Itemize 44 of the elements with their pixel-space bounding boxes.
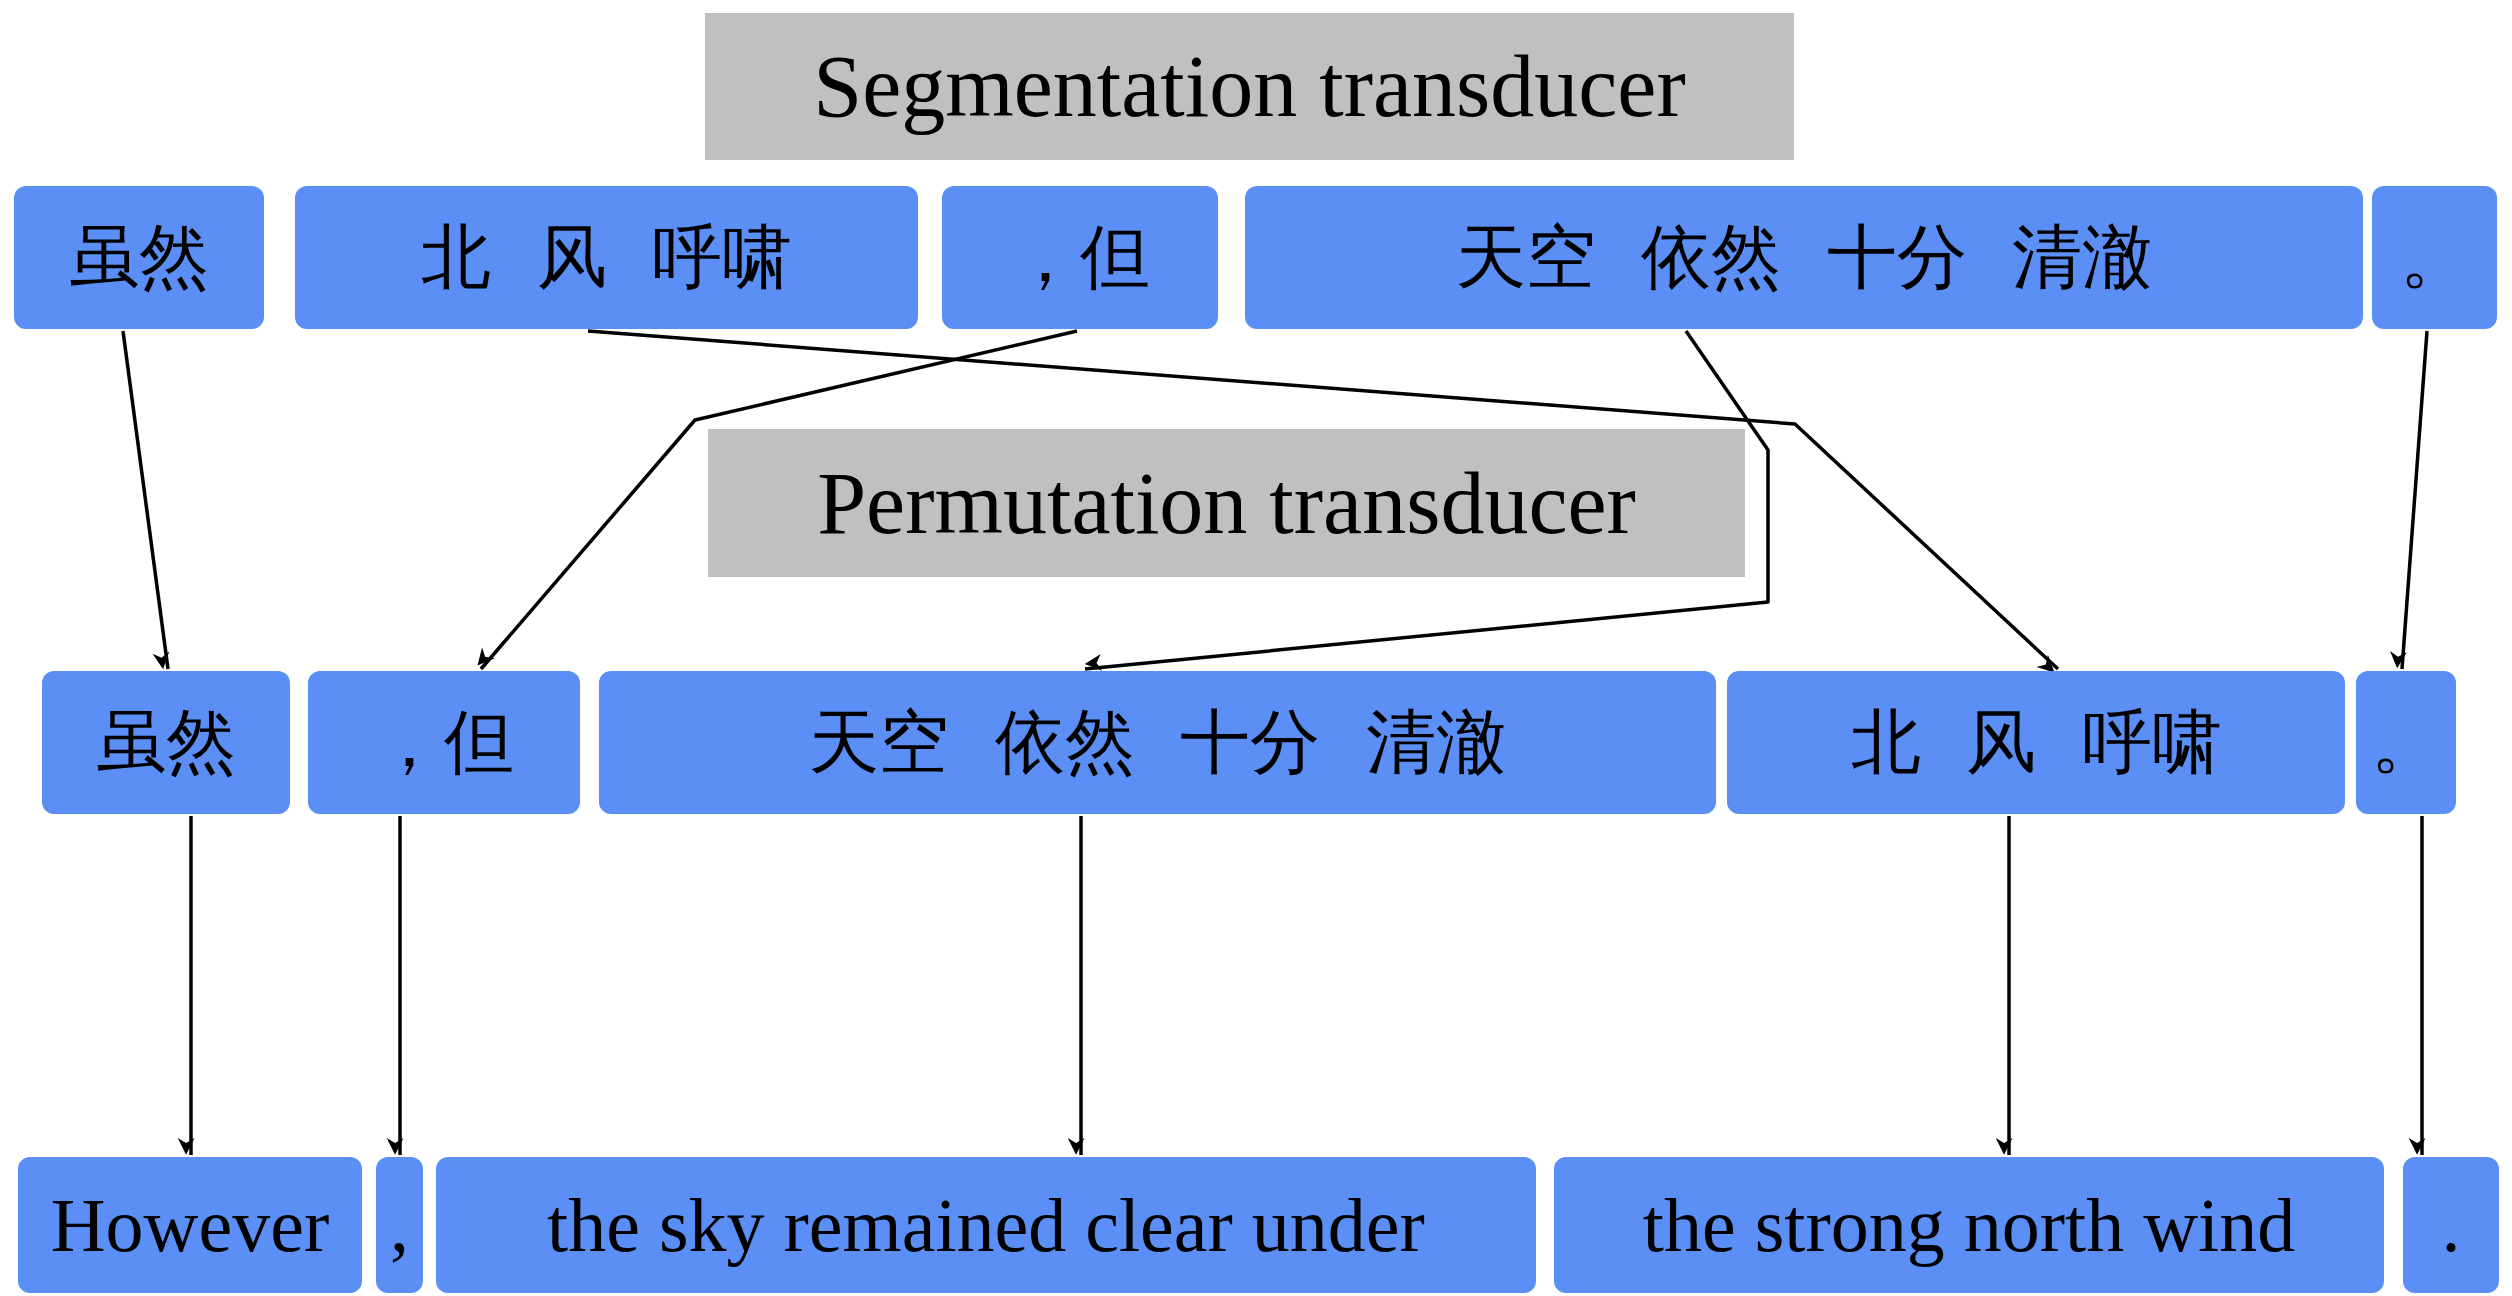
chinese-segment-box (308, 671, 580, 814)
chinese-segment-box (14, 186, 264, 329)
segment-text: 天空 依然 十分 清澈 (1455, 217, 2153, 298)
chinese-segment-box (2372, 186, 2497, 329)
chinese-segment-box (1245, 186, 2363, 329)
english-phrase-box (2403, 1157, 2499, 1293)
segment-text: 天空 依然 十分 清澈 (809, 702, 1506, 783)
arrow (121, 330, 170, 670)
chinese-segment-box (599, 671, 1716, 814)
segment-text: However (50, 1181, 330, 1269)
segment-text: , (390, 1181, 409, 1269)
segment-text: ，但 (1010, 217, 1150, 298)
segment-text: ，但 (374, 702, 514, 783)
english-phrase-box (18, 1157, 362, 1293)
segment-text: 。 (2399, 217, 2470, 298)
segment-text: the sky remained clear under (547, 1181, 1425, 1269)
chinese-segment-box (295, 186, 918, 329)
transducer-label: Segmentation transducer (813, 37, 1686, 137)
arrow (2408, 816, 2426, 1155)
chinese-segment-box (2356, 671, 2456, 814)
arrow (587, 329, 2060, 673)
english-phrase-box (376, 1157, 423, 1293)
chinese-segment-box (942, 186, 1218, 329)
segment-text: 虽然 (69, 217, 209, 298)
transducer-box (708, 429, 1745, 577)
chinese-segment-box (1727, 671, 2345, 814)
segment-text: 北 风 呼啸 (421, 217, 792, 298)
segment-text: 。 (2371, 702, 2441, 783)
segment-text: 虽然 (96, 702, 236, 783)
segment-text: . (2441, 1181, 2461, 1269)
arrow (1995, 816, 2013, 1155)
english-phrase-box (436, 1157, 1536, 1293)
arrow (1067, 816, 1085, 1155)
arrow (1084, 330, 1770, 671)
english-phrase-box (1554, 1157, 2384, 1293)
segment-text: the strong north wind (1642, 1181, 2296, 1269)
arrow (177, 816, 195, 1155)
arrow (386, 816, 404, 1155)
arrow (477, 329, 1078, 671)
segment-text: 北 风 呼啸 (1850, 702, 2222, 783)
chinese-segment-box (42, 671, 290, 814)
transducer-box (705, 13, 1794, 160)
arrow (2390, 330, 2429, 670)
transducer-label: Permutation transducer (817, 453, 1636, 554)
